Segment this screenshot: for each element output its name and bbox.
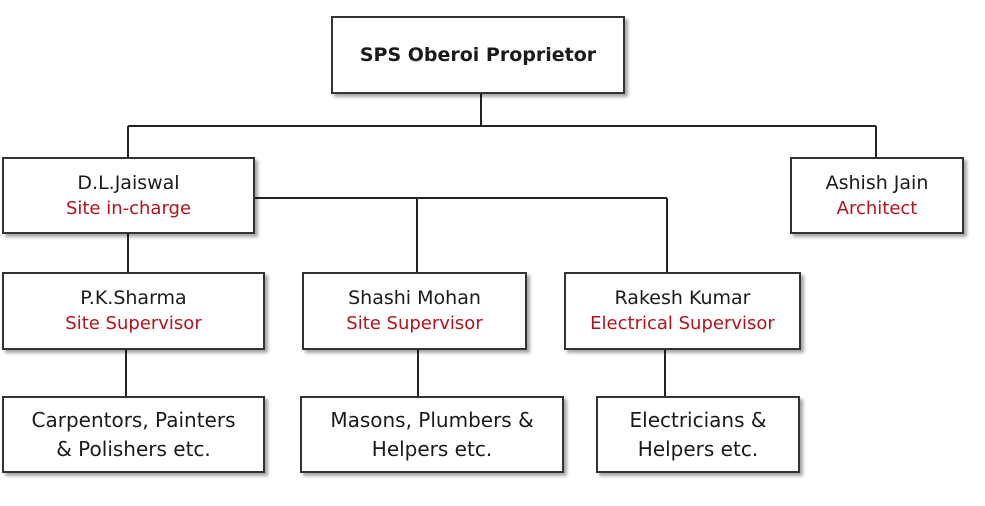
org-node-site-supervisor-mohan: Shashi Mohan Site Supervisor [302, 272, 527, 350]
node-group-text: Masons, Plumbers & Helpers etc. [330, 407, 534, 461]
node-name: D.L.Jaiswal [77, 171, 180, 194]
org-node-site-supervisor-sharma: P.K.Sharma Site Supervisor [2, 272, 265, 350]
org-node-electrical-supervisor: Rakesh Kumar Electrical Supervisor [564, 272, 801, 350]
node-name: Ashish Jain [825, 171, 929, 194]
node-group-text: Electricians & Helpers etc. [629, 407, 767, 461]
node-role: Site Supervisor [346, 313, 483, 334]
node-name: P.K.Sharma [80, 287, 187, 309]
node-title: SPS Oberoi Proprietor [359, 44, 597, 66]
org-node-carpenters-group: Carpentors, Painters & Polishers etc. [2, 396, 265, 473]
org-node-electricians-group: Electricians & Helpers etc. [596, 396, 800, 473]
org-node-architect: Ashish Jain Architect [790, 157, 964, 234]
org-node-proprietor: SPS Oberoi Proprietor [331, 16, 625, 94]
node-role: Architect [836, 197, 918, 219]
node-name: Rakesh Kumar [614, 287, 751, 309]
org-node-masons-group: Masons, Plumbers & Helpers etc. [300, 396, 564, 473]
node-role: Electrical Supervisor [590, 313, 775, 334]
node-role: Site in-charge [65, 197, 192, 219]
node-name: Shashi Mohan [348, 287, 481, 309]
node-group-text: Carpentors, Painters & Polishers etc. [31, 407, 236, 461]
node-role: Site Supervisor [65, 313, 202, 334]
org-node-site-in-charge: D.L.Jaiswal Site in-charge [2, 157, 255, 234]
